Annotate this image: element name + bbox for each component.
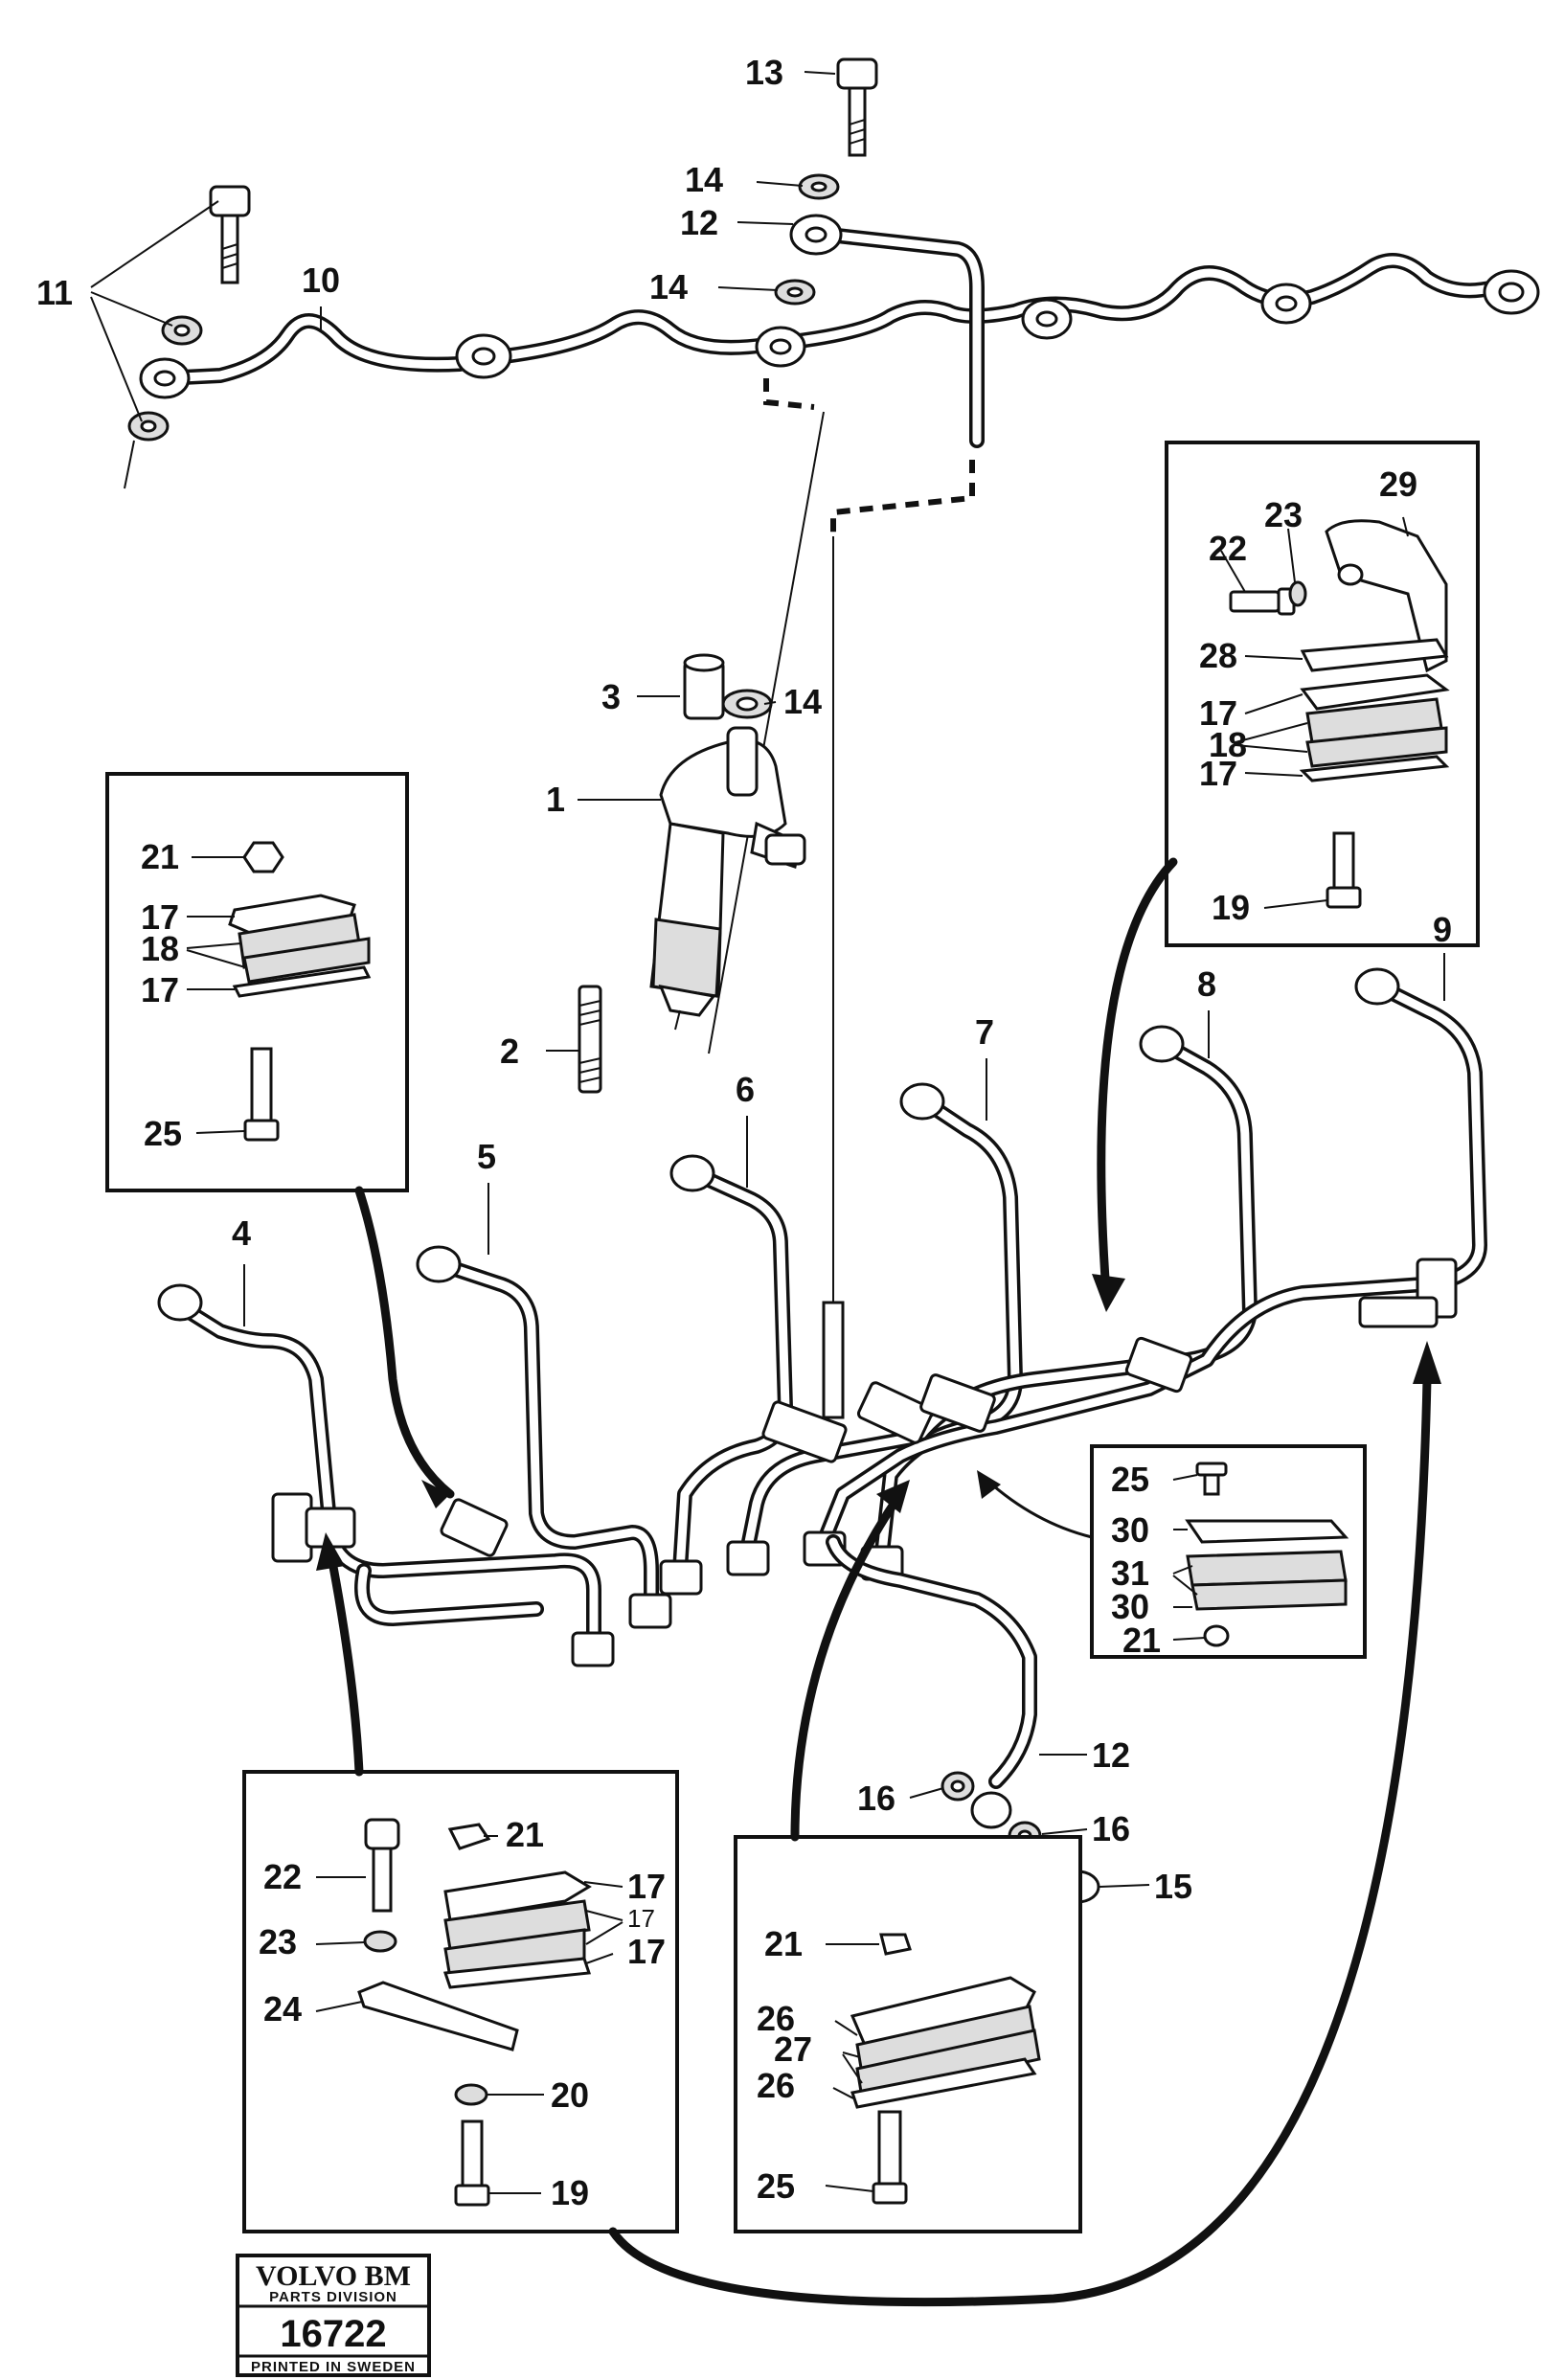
callout-10: 10: [302, 261, 340, 300]
injector-assembly: [578, 653, 806, 1094]
box3-callout-25: 25: [1111, 1460, 1149, 1499]
box4-callout-19: 19: [551, 2173, 589, 2212]
box4-callout-20: 20: [551, 2075, 589, 2115]
detail-box-2-parts: [1229, 519, 1450, 909]
callout-1: 1: [546, 780, 565, 819]
callout-4: 4: [232, 1213, 251, 1253]
callout-12b: 12: [1092, 1735, 1130, 1775]
stamp-brand: VOLVO BM: [256, 2260, 411, 2292]
box1-callout-25: 25: [144, 1114, 182, 1153]
box5-callout-26b: 26: [757, 2066, 795, 2105]
callout-15: 15: [1154, 1867, 1192, 1906]
detail-box-5-parts: [850, 1933, 1041, 2205]
return-fuel-line: [139, 253, 1540, 399]
callout-11: 11: [36, 273, 73, 312]
box1-callout-17a: 17: [141, 897, 179, 937]
box2-callout-28: 28: [1199, 636, 1237, 675]
box4-callout-17a: 17: [627, 1867, 666, 1906]
box5-callout-25: 25: [757, 2166, 795, 2206]
box4-callout-22: 22: [263, 1857, 302, 1896]
box4-callout-21: 21: [506, 1815, 544, 1854]
banjo-bolt-11: [124, 185, 251, 489]
box4-callout-24: 24: [263, 1989, 302, 2029]
callout-labels: 11 10 13 14 12 14 3 14 1 2 4 5 6 7 8 9 1…: [36, 53, 1452, 2212]
callout-6: 6: [736, 1070, 755, 1109]
box5-callout-26a: 26: [757, 1999, 795, 2038]
location-arrows: [316, 857, 1441, 2307]
box3-callout-31: 31: [1111, 1553, 1149, 1593]
box2-callout-19: 19: [1212, 888, 1250, 927]
callout-3: 3: [601, 677, 621, 716]
return-branch-pipe: [774, 57, 985, 448]
box2-callout-22: 22: [1209, 529, 1247, 568]
callout-7: 7: [975, 1012, 994, 1052]
callout-14b: 14: [649, 267, 688, 306]
callout-2: 2: [500, 1031, 519, 1071]
box5-callout-27: 27: [774, 2029, 812, 2069]
callout-8: 8: [1197, 964, 1216, 1004]
callout-12a: 12: [680, 203, 718, 242]
box2-callout-18: 18: [1209, 725, 1247, 764]
box2-callout-23: 23: [1264, 495, 1303, 534]
box4-callout-17b: 17: [627, 1904, 655, 1933]
stamp-division: PARTS DIVISION: [269, 2289, 397, 2305]
box4-callout-17c: 17: [627, 1932, 666, 1971]
detail-box-4-parts: [357, 1818, 592, 2207]
callout-9: 9: [1433, 910, 1452, 949]
box5-callout-21: 21: [764, 1924, 803, 1963]
box4-callout-23: 23: [259, 1922, 297, 1961]
box1-callout-17b: 17: [141, 970, 179, 1009]
pressure-pipes: [157, 967, 1487, 1829]
box3-callout-30b: 30: [1111, 1587, 1149, 1626]
callout-5: 5: [477, 1137, 496, 1176]
callout-14c: 14: [783, 682, 822, 721]
pipe-clamps: [271, 1258, 1458, 1563]
callout-16a: 16: [857, 1779, 895, 1818]
box2-callout-17a: 17: [1199, 693, 1237, 733]
callout-16b: 16: [1092, 1809, 1130, 1848]
parts-division-stamp: VOLVO BM PARTS DIVISION 16722 PRINTED IN…: [236, 2254, 431, 2377]
box2-callout-29: 29: [1379, 465, 1417, 504]
stamp-number: 16722: [280, 2313, 386, 2355]
detail-box-3-parts: [1185, 1462, 1349, 1647]
box3-callout-30a: 30: [1111, 1510, 1149, 1550]
box1-callout-21: 21: [141, 837, 179, 876]
box3-callout-21: 21: [1122, 1621, 1161, 1660]
leader-lines: [90, 71, 1445, 2194]
callout-13: 13: [745, 53, 783, 92]
stamp-origin: PRINTED IN SWEDEN: [251, 2359, 416, 2375]
box1-callout-18: 18: [141, 929, 179, 968]
detail-box-1-parts: [228, 841, 372, 1142]
box2-callout-17b: 17: [1199, 754, 1237, 793]
callout-14a: 14: [685, 160, 723, 199]
